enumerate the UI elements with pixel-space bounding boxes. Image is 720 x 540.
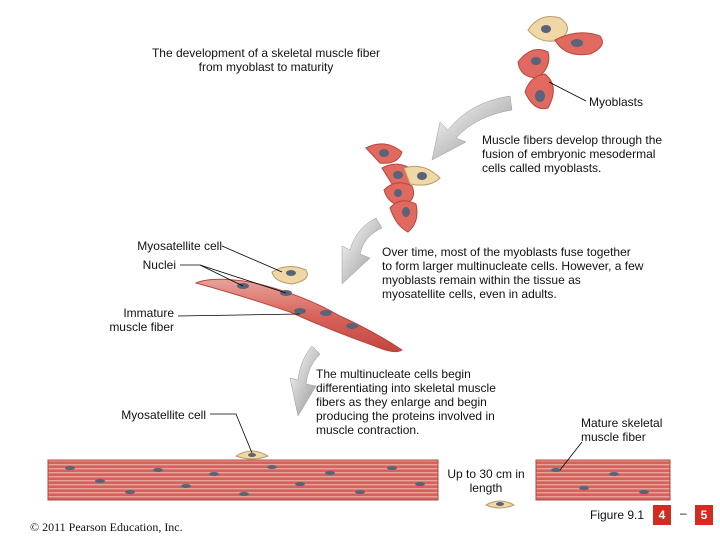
progression-arrow-2: [341, 217, 383, 285]
progression-arrow-1: [431, 95, 513, 161]
myoblast-cluster: [517, 16, 603, 110]
page-separator: –: [680, 506, 687, 520]
label-myosatellite-cell-bottom: Myosatellite cell: [121, 408, 206, 422]
fusing-myoblasts: [365, 143, 441, 233]
label-myoblasts: Myoblasts: [589, 95, 644, 109]
figure-number: Figure 9.1: [590, 508, 645, 522]
progression-arrow-3: [289, 345, 321, 417]
page-current-badge[interactable]: 4: [653, 505, 671, 525]
copyright-notice: © 2011 Pearson Education, Inc.: [30, 520, 183, 534]
immature-muscle-fiber: [194, 266, 403, 353]
immature-fiber-leader-lines: [177, 245, 301, 317]
label-length: Up to 30 cm in length: [447, 467, 525, 495]
diagram-title: The development of a skeletal muscle fib…: [151, 46, 381, 74]
caption-over-time: Over time, most of the myoblasts fuse to…: [382, 245, 644, 301]
label-myosatellite-cell-top: Myosatellite cell: [137, 239, 222, 253]
label-nuclei: Nuclei: [142, 258, 176, 272]
mature-fiber-leader-lines: [210, 413, 583, 471]
page-next-badge[interactable]: 5: [695, 505, 713, 525]
myoblasts-leader-line: [548, 81, 587, 102]
label-immature-muscle-fiber: Immature muscle fiber: [109, 306, 174, 334]
mature-muscle-fiber: [47, 450, 671, 509]
label-mature-fiber: Mature skeletal muscle fiber: [581, 416, 663, 444]
caption-differentiation: The multinucleate cells begin differenti…: [316, 367, 496, 437]
caption-fusion: Muscle fibers develop through the fusion…: [482, 133, 663, 175]
